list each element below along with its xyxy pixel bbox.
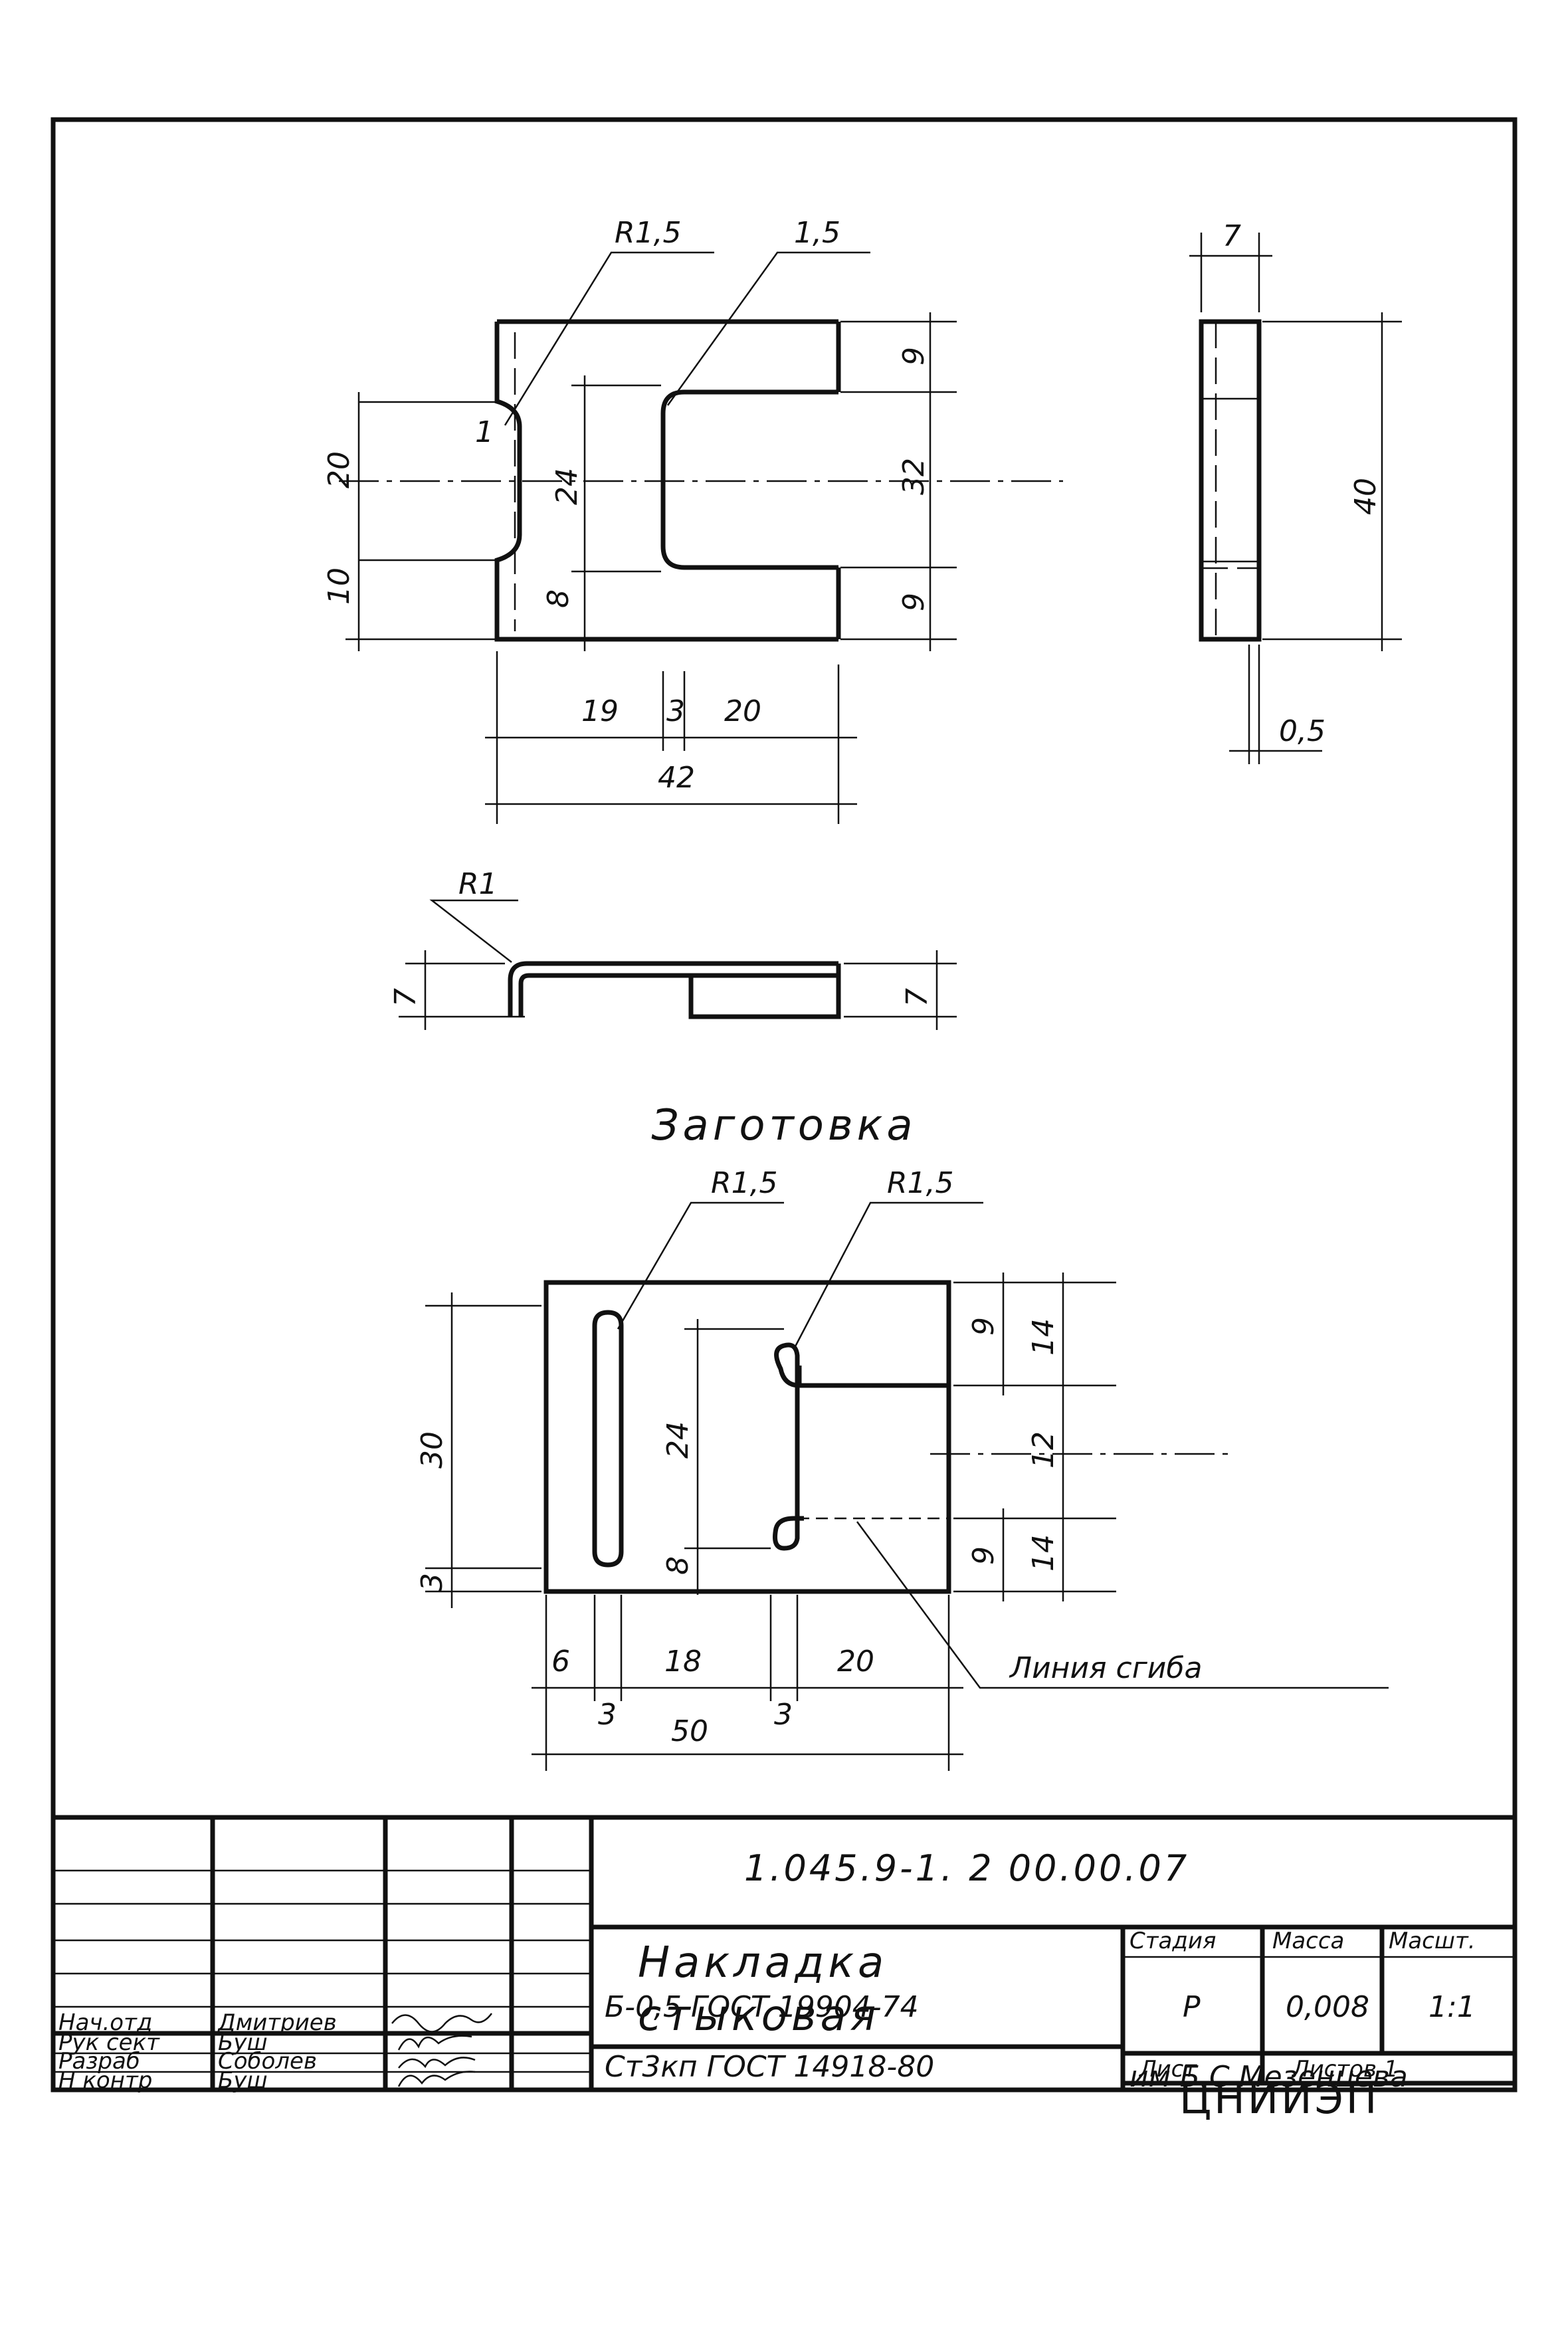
blank-dim-20: 20 <box>837 1645 874 1679</box>
sheet-label: Лист <box>1138 2056 1197 2083</box>
top-dim-1: 1 <box>475 415 494 449</box>
blank-bend-label: Линия сгиба <box>1009 1651 1203 1685</box>
side-view-outline <box>1199 319 1262 642</box>
sheets-label: Листов 1 <box>1291 2056 1398 2083</box>
top-view-outline <box>494 319 841 642</box>
item-name-line2: стыковая <box>638 1992 880 2041</box>
sig-role-2: Рук сект <box>58 2029 160 2056</box>
side-view: 7 40 0,5 <box>1189 219 1402 764</box>
signature-4 <box>397 2071 476 2087</box>
header-stage: Стадия <box>1129 1928 1216 1954</box>
blank-heading: Заготовка <box>651 1101 916 1150</box>
top-dim-9a: 9 <box>897 347 931 365</box>
blank-dim-8: 8 <box>661 1556 695 1575</box>
top-dim-32: 32 <box>897 458 931 495</box>
value-scale: 1:1 <box>1428 1990 1476 2024</box>
header-scale: Масшт. <box>1389 1928 1476 1954</box>
sig-name-4: Буш <box>218 2067 268 2094</box>
signature-3 <box>398 2057 476 2069</box>
leader-r1 <box>429 899 518 963</box>
value-stage: Р <box>1183 1990 1201 2024</box>
blank-leader-bend <box>856 1521 1389 1689</box>
sig-name-1: Дмитриев <box>217 2009 337 2036</box>
blank-leader-slot <box>617 1201 784 1330</box>
top-view: R1,5 1,5 20 10 24 8 9 32 9 19 3 20 42 1 <box>322 216 1063 824</box>
leader-r15 <box>504 251 714 426</box>
top-dim-3: 3 <box>666 694 685 728</box>
sig-name-2: Буш <box>218 2029 268 2056</box>
blank-dim-30: 30 <box>415 1431 449 1469</box>
blank-leader-r15-b: R1,5 <box>887 1166 954 1200</box>
side-dim-05: 0,5 <box>1279 714 1325 748</box>
item-name-line1: Накладка <box>638 1938 888 1988</box>
material-line2: Ст3кп ГОСТ 14918-80 <box>605 2050 934 2084</box>
sig-name-3: Соболев <box>218 2048 317 2075</box>
header-mass: Масса <box>1272 1928 1344 1954</box>
material-line1: Б-0,5 ГОСТ 19904-74 <box>605 1990 919 2024</box>
doc-code: 1.045.9-1. 2 00.00.07 <box>744 1847 1189 1889</box>
blank-dim-6: 6 <box>551 1645 570 1679</box>
top-leader-15-label: 1,5 <box>794 216 840 250</box>
blank-dim-24: 24 <box>661 1421 695 1459</box>
top-dim-20b: 20 <box>724 694 761 728</box>
side-dim-7: 7 <box>1223 219 1241 253</box>
section-leader-r1: R1 <box>458 867 498 901</box>
top-dim-10: 10 <box>322 567 356 605</box>
section-view: R1 7 7 <box>389 867 957 1030</box>
sig-role-3: Разраб <box>58 2048 140 2075</box>
section-dim-7b: 7 <box>900 988 934 1007</box>
blank-dim-3b: 3 <box>774 1698 793 1732</box>
blank-dim-50: 50 <box>671 1714 708 1748</box>
side-dim-40: 40 <box>1349 478 1383 515</box>
blank-dim-3: 3 <box>415 1573 449 1591</box>
blank-dim-9b: 9 <box>967 1546 1001 1565</box>
section-dim-7a: 7 <box>389 988 423 1007</box>
blank-view: Заготовка R1,5 R1,5 Лин <box>415 1101 1389 1771</box>
blank-leader-r15-a: R1,5 <box>711 1166 778 1200</box>
sig-role-4: Н контр <box>58 2067 152 2094</box>
blank-dim-14b: 14 <box>1027 1534 1060 1572</box>
org-sub: им Б.С Мезенцева <box>1129 2060 1408 2094</box>
blank-outline <box>543 1280 951 1594</box>
top-leader-r15-label: R1,5 <box>615 216 682 250</box>
blank-leader-cutout <box>793 1201 983 1350</box>
top-dim-8: 8 <box>541 589 575 608</box>
sig-role-1: Нач.отд <box>58 2009 152 2036</box>
top-dim-42: 42 <box>658 761 695 795</box>
sheet-frame <box>50 117 1518 2093</box>
blank-dim-12: 12 <box>1027 1431 1060 1469</box>
top-dim-20: 20 <box>322 451 356 488</box>
blank-dim-3a: 3 <box>598 1698 617 1732</box>
title-block: 1.045.9-1. 2 00.00.07 Накладка стыковая … <box>53 1815 1515 2123</box>
value-mass: 0,008 <box>1286 1990 1369 2024</box>
top-dim-24: 24 <box>550 468 584 505</box>
signature-1 <box>391 2013 492 2033</box>
top-dim-9b: 9 <box>897 593 931 611</box>
leader-15 <box>666 251 870 406</box>
section-profile <box>508 961 841 1019</box>
blank-dim-18: 18 <box>664 1645 702 1679</box>
blank-dim-9a: 9 <box>967 1317 1001 1336</box>
signature-2 <box>397 2035 472 2051</box>
blank-dim-14a: 14 <box>1027 1318 1060 1356</box>
top-dim-19: 19 <box>581 694 619 728</box>
org-name: ЦНИИЭП <box>1179 2075 1379 2123</box>
blank-slot <box>592 1310 624 1568</box>
